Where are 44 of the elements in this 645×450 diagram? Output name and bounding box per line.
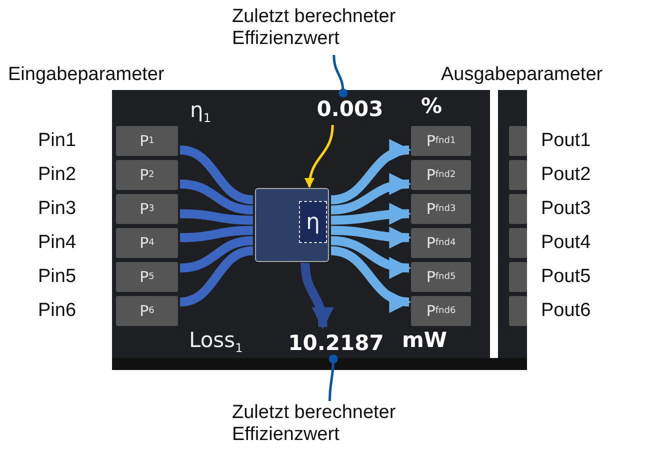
- flow-arrow: [330, 236, 412, 278]
- flow-arrow: [300, 262, 333, 330]
- pin-label: Pin1: [38, 130, 76, 152]
- parameter-tile: [509, 160, 527, 190]
- flow-band: [180, 226, 254, 242]
- efficiency-box: [255, 188, 329, 262]
- flow-arrow: [330, 141, 412, 204]
- pin-label: Pin4: [38, 232, 76, 254]
- flow-band: [180, 236, 254, 272]
- flow-arrow: [330, 246, 412, 311]
- parameter-tile: [509, 194, 527, 224]
- pin-label: Pout2: [541, 164, 591, 186]
- efficiency-symbol: η: [299, 201, 327, 243]
- unit-label: %: [421, 94, 442, 118]
- symbol-label: Loss$_{1}$: [189, 328, 243, 356]
- section-heading: Eingabeparameter: [8, 64, 164, 86]
- flow-arrow: [330, 174, 412, 214]
- parameter-tile: [509, 228, 527, 258]
- callout-text: Zuletzt berechneter Effizienzwert: [232, 402, 422, 446]
- pin-label: Pout6: [541, 300, 591, 322]
- flow-band: [180, 180, 254, 214]
- pin-label: Pout3: [541, 198, 591, 220]
- symbol-label: η$_{1}$: [190, 98, 211, 126]
- flow-arrow: [330, 226, 412, 248]
- leader-line: [332, 54, 348, 98]
- section-heading: Ausgabeparameter: [441, 64, 603, 86]
- unit-label: mW: [402, 328, 448, 352]
- flow-band: [180, 209, 254, 225]
- parameter-tile: [509, 262, 527, 292]
- pin-label: Pout4: [541, 232, 591, 254]
- loss-value: 10.2187: [288, 328, 384, 358]
- parameter-tile: [509, 126, 527, 156]
- pin-label: Pin5: [38, 266, 76, 288]
- leader-line: [328, 354, 338, 402]
- pin-label: Pout1: [541, 130, 591, 152]
- pin-label: Pin6: [38, 300, 76, 322]
- efficiency-value: 0.003: [318, 94, 382, 124]
- callout-text: Zuletzt berechneter Effizienzwert: [232, 6, 422, 50]
- pin-label: Pin3: [38, 198, 76, 220]
- parameter-tile: [509, 296, 527, 326]
- arrow: [304, 124, 334, 188]
- pin-label: Pout5: [541, 266, 591, 288]
- pin-label: Pin2: [38, 164, 76, 186]
- flow-arrow: [330, 203, 412, 226]
